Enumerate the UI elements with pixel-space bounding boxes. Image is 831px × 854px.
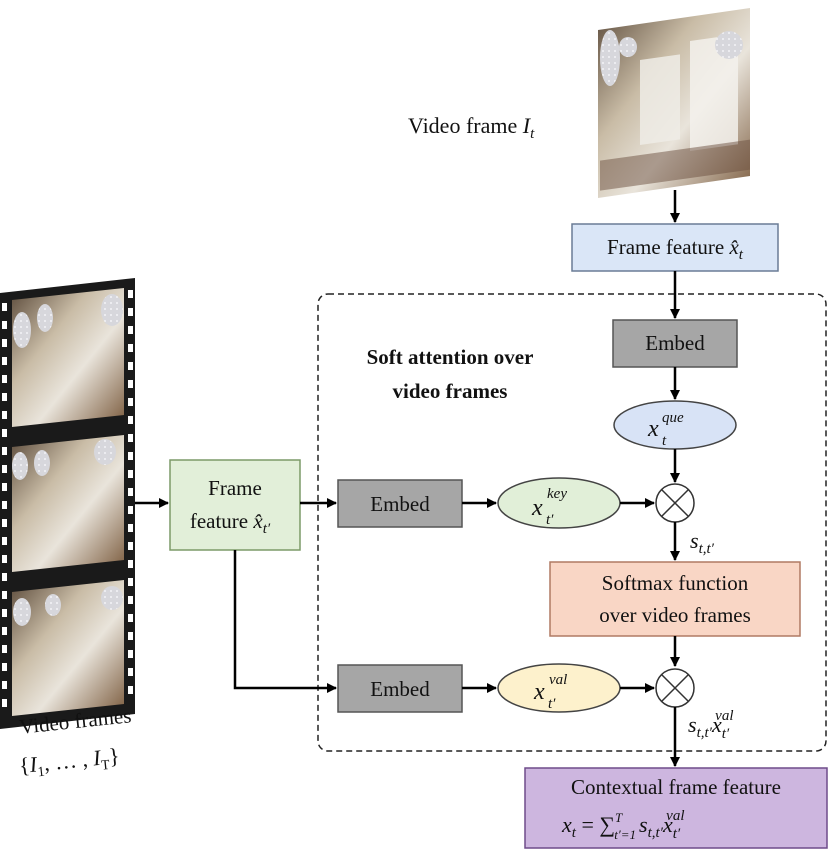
multiply-node-score xyxy=(655,483,695,523)
value-ellipse: x t′ val xyxy=(497,663,621,713)
query-ellipse: x t que xyxy=(613,400,737,450)
weighted-value-label: st,t′xt′val xyxy=(688,708,733,742)
svg-text:Embed: Embed xyxy=(370,492,430,516)
svg-text:Contextual frame feature: Contextual frame feature xyxy=(571,775,781,799)
top-video-frame-image xyxy=(598,8,750,198)
svg-text:t: t xyxy=(662,433,667,449)
svg-text:Embed: Embed xyxy=(370,677,430,701)
frame-feature-top-box: Frame feature x̂t xyxy=(571,223,779,272)
score-label: st,t′ xyxy=(690,528,715,557)
svg-text:Embed: Embed xyxy=(645,331,705,355)
svg-text:x: x xyxy=(533,679,545,705)
svg-text:t′: t′ xyxy=(548,696,556,712)
frame-feature-left-box: Frame feature x̂t′ xyxy=(169,459,301,551)
svg-text:feature x̂t′: feature x̂t′ xyxy=(190,509,271,537)
svg-text:xt = ∑Tt′=1st,t′xt′val: xt = ∑Tt′=1st,t′xt′val xyxy=(561,808,685,842)
video-frames-set: {I1, … , IT} xyxy=(18,743,121,782)
svg-text:val: val xyxy=(549,672,567,688)
svg-text:que: que xyxy=(662,410,684,426)
svg-text:over video frames: over video frames xyxy=(599,603,751,627)
svg-text:key: key xyxy=(547,486,567,502)
attention-title-line2: video frames xyxy=(393,379,508,403)
svg-text:x: x xyxy=(531,495,543,521)
video-frames-filmstrip xyxy=(0,278,135,729)
attention-region xyxy=(317,293,827,752)
multiply-node-weighted xyxy=(655,668,695,708)
softmax-box: Softmax function over video frames xyxy=(549,561,801,637)
attention-title-line1: Soft attention over xyxy=(367,345,534,369)
svg-text:Frame feature x̂t: Frame feature x̂t xyxy=(607,235,744,263)
arrow-feature-to-embed-val xyxy=(233,550,337,693)
embed-query-box: Embed xyxy=(612,319,738,368)
svg-text:x: x xyxy=(647,416,659,442)
embed-key-box: Embed xyxy=(337,479,463,528)
embed-value-box: Embed xyxy=(337,664,463,713)
key-ellipse: x t′ key xyxy=(497,477,621,529)
svg-text:t′: t′ xyxy=(546,512,554,528)
svg-text:Softmax function: Softmax function xyxy=(602,571,749,595)
svg-text:Frame: Frame xyxy=(208,476,262,500)
top-frame-caption: Video frame It xyxy=(408,113,535,142)
